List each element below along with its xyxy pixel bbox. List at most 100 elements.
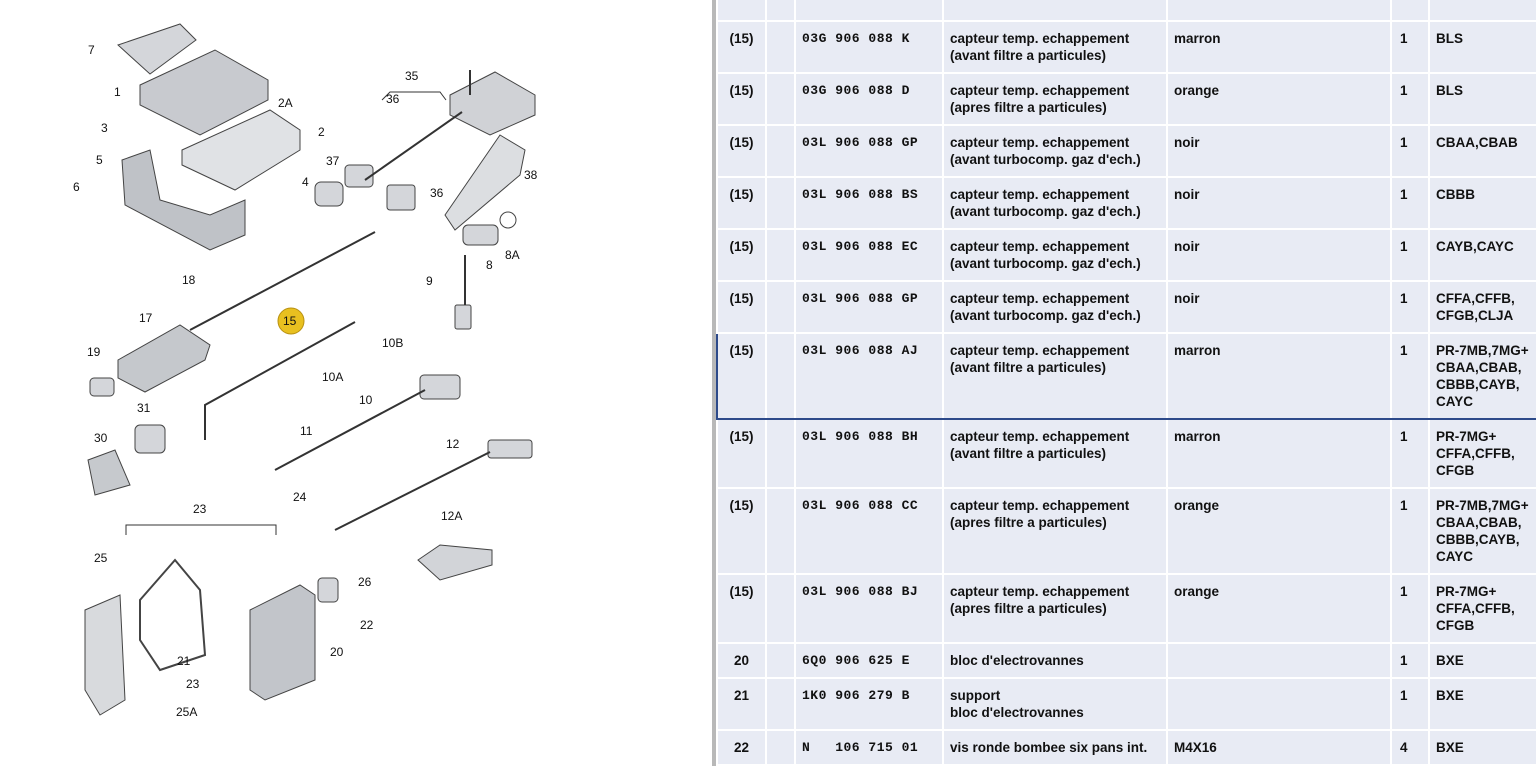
callout-label[interactable]: 25A — [176, 705, 197, 719]
callout-label[interactable]: 26 — [358, 575, 372, 589]
part-holder — [121, 149, 246, 251]
quantity-cell: 1 — [1390, 642, 1430, 679]
quantity-cell: 1 — [1390, 20, 1430, 74]
part-sensor-8 — [462, 224, 499, 246]
remark-cell: marron — [1166, 418, 1392, 489]
model-cell: CBBB — [1428, 176, 1536, 230]
remark-cell: noir — [1166, 124, 1392, 178]
quantity-cell: 1 — [1390, 487, 1430, 575]
callout-label[interactable]: 5 — [96, 153, 103, 167]
callout-label[interactable]: 10B — [382, 336, 403, 350]
callout-label[interactable]: 15 — [283, 314, 297, 328]
model-cell-line: CFGB — [1436, 463, 1475, 478]
callout-label[interactable]: 11 — [300, 424, 313, 438]
callout-label[interactable]: 2 — [318, 125, 325, 139]
position-cell: 21 — [716, 677, 767, 731]
remark-cell: noir — [1166, 176, 1392, 230]
callout-label[interactable]: 7 — [88, 43, 95, 57]
callout-label[interactable]: 8 — [486, 258, 493, 272]
callout-label[interactable]: 30 — [94, 431, 108, 445]
callout-label[interactable]: 25 — [94, 551, 108, 565]
callout-label[interactable]: 18 — [182, 273, 196, 287]
remark-cell: noir — [1166, 280, 1392, 334]
description-cell: capteur temp. echappement(avant filtre a… — [942, 418, 1168, 489]
callout-label[interactable]: 23 — [193, 502, 207, 516]
callout-label[interactable]: 36 — [386, 92, 400, 106]
description-cell: capteur temp. echappement(avant filtre a… — [942, 332, 1168, 420]
empty-cell — [765, 72, 796, 126]
part-plug-12 — [487, 439, 533, 459]
cable-10 — [274, 389, 426, 471]
callout-label[interactable]: 6 — [73, 180, 80, 194]
table-row[interactable]: (avant turbocomp. gaz d'ech.) — [716, 0, 1536, 22]
callout-label[interactable]: 9 — [426, 274, 433, 288]
callout-label[interactable]: 2A — [278, 96, 293, 110]
callout-label[interactable]: 23 — [186, 677, 200, 691]
parts-table-panel[interactable]: (avant turbocomp. gaz d'ech.)(15)03G 906… — [716, 0, 1536, 766]
callout-label[interactable]: 3 — [101, 121, 108, 135]
model-cell: PR-7MG+CFFA,CFFB,CFGB — [1428, 418, 1536, 489]
callout-label[interactable]: 4 — [302, 175, 309, 189]
callout-label[interactable]: 12 — [446, 437, 460, 451]
remark-cell: M4X16 — [1166, 729, 1392, 766]
description-cell-line: capteur temp. echappement — [950, 83, 1130, 98]
callout-label[interactable]: 36 — [430, 186, 444, 200]
description-cell-line: vis ronde bombee six pans int. — [950, 740, 1148, 755]
callout-label[interactable]: 19 — [87, 345, 101, 359]
callout-label[interactable]: 10A — [322, 370, 343, 384]
parts-table: (avant turbocomp. gaz d'ech.)(15)03G 906… — [716, 0, 1536, 766]
callout-label[interactable]: 12A — [441, 509, 462, 523]
part-number-cell: 03L 906 088 AJ — [794, 332, 944, 420]
callout-label[interactable]: 20 — [330, 645, 344, 659]
quantity-cell: 1 — [1390, 124, 1430, 178]
position-cell: (15) — [716, 176, 767, 230]
part-26 — [317, 577, 339, 603]
callout-label[interactable]: 8A — [505, 248, 520, 262]
cable-17 — [189, 231, 376, 331]
callout-label[interactable]: 21 — [177, 654, 191, 668]
model-cell-line: CAYB,CAYC — [1436, 239, 1514, 254]
model-cell — [1428, 0, 1536, 22]
model-cell: BXE — [1428, 677, 1536, 731]
description-cell-line: (apres filtre a particules) — [950, 515, 1107, 530]
callout-label[interactable]: 37 — [326, 154, 340, 168]
model-cell-line: CBAA,CBAB, — [1436, 515, 1522, 530]
model-cell: PR-7MB,7MG+CBAA,CBAB,CBBB,CAYB,CAYC — [1428, 332, 1536, 420]
description-cell-line: (apres filtre a particules) — [950, 100, 1107, 115]
part-36 — [344, 164, 374, 188]
callout-label[interactable]: 24 — [293, 490, 307, 504]
callout-label[interactable]: 22 — [360, 618, 374, 632]
quantity-cell: 1 — [1390, 176, 1430, 230]
callout-label[interactable]: 1 — [114, 85, 121, 99]
position-cell: (15) — [716, 228, 767, 282]
description-cell-line: (avant turbocomp. gaz d'ech.) — [950, 204, 1141, 219]
model-cell: BXE — [1428, 729, 1536, 766]
callout-label[interactable]: 31 — [137, 401, 151, 415]
model-cell-line: PR-7MG+ — [1436, 584, 1497, 599]
description-cell-line: capteur temp. echappement — [950, 239, 1130, 254]
callout-label[interactable]: 17 — [139, 311, 153, 325]
callout-label[interactable]: 10 — [359, 393, 373, 407]
description-cell-line: (avant turbocomp. gaz d'ech.) — [950, 152, 1141, 167]
position-cell: (15) — [716, 20, 767, 74]
callout-label[interactable]: 38 — [524, 168, 538, 182]
quantity-cell: 1 — [1390, 418, 1430, 489]
model-cell-line: CAYC — [1436, 549, 1474, 564]
description-cell-line: (avant filtre a particules) — [950, 48, 1107, 63]
model-cell: BXE — [1428, 642, 1536, 679]
model-cell-line: CFFA,CFFB, — [1436, 446, 1515, 461]
callout-label[interactable]: 35 — [405, 69, 419, 83]
